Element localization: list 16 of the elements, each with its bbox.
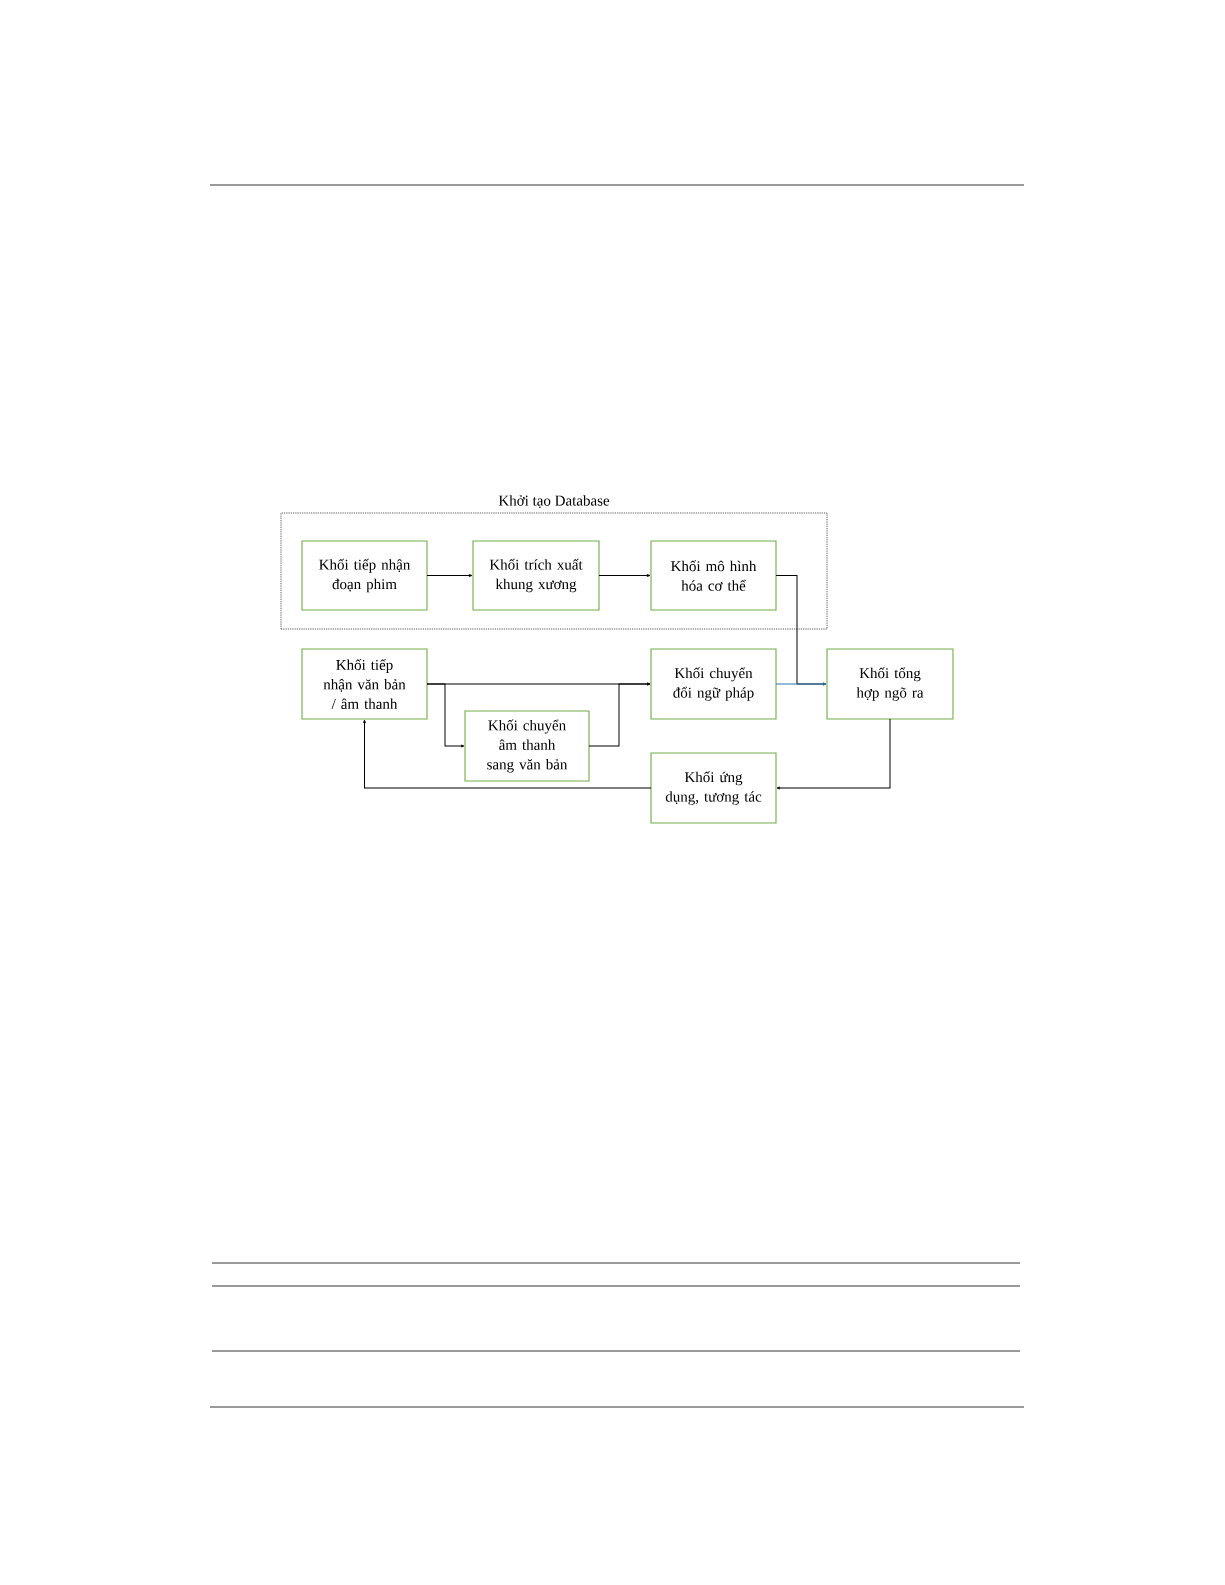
process-box: Khối ứng dụng, tương tác — [650, 752, 777, 824]
node-label: Khởi tạo Database — [498, 495, 610, 509]
arrow — [363, 719, 652, 789]
process-box: Khối trích xuất khung xương — [472, 540, 600, 611]
process-box: Khối chuyển đổi ngữ pháp — [650, 648, 777, 720]
process-box: Khối chuyển âm thanh sang văn bản — [464, 710, 590, 782]
process-box: Khối tổng hợp ngõ ra — [826, 648, 954, 720]
arrow — [426, 574, 473, 577]
arrow — [426, 683, 465, 748]
process-box: Khối tiếp nhận đoạn phim — [301, 540, 428, 611]
arrow — [775, 682, 827, 686]
process-box: Khối mô hình hóa cơ thể — [650, 540, 777, 611]
process-box: Khối tiếp nhận văn bản / âm thanh — [301, 648, 428, 720]
arrow — [588, 682, 651, 747]
arrow — [598, 574, 651, 577]
arrow — [776, 718, 891, 790]
